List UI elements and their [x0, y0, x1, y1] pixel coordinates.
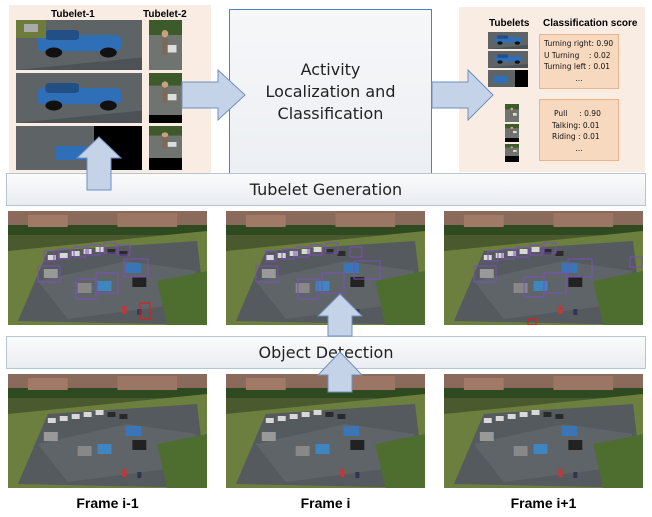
tubelet-generation-label: Tubelet Generation	[249, 180, 403, 199]
tubelets-header: Tubelets	[489, 18, 530, 29]
classification-panel: Tubelets Classification score Turning ri…	[459, 7, 645, 172]
score-line: Riding : 0.01	[552, 132, 600, 141]
cls-tubelet-1a	[488, 32, 528, 49]
raw-frame-1	[8, 374, 207, 488]
cls-tubelet-2c	[505, 144, 519, 162]
tubelet-2-frame-2	[149, 73, 182, 123]
raw-frame-3	[444, 374, 643, 488]
frame-label-prev: Frame i-1	[76, 495, 139, 511]
tubelet-generation-band: Tubelet Generation	[6, 173, 646, 206]
tubelet-1-frame-2	[16, 73, 142, 123]
object-detection-label: Object Detection	[258, 343, 394, 362]
tubelet-2-frame-3	[149, 126, 182, 170]
detection-frame-2	[226, 211, 425, 325]
score-line: Turning right: 0.90	[544, 39, 614, 48]
cls-tubelet-2b	[505, 124, 519, 142]
tubelet-1-header: Tubelet-1	[51, 9, 95, 20]
activity-localization-box: Activity Localization and Classification	[229, 9, 432, 174]
cls-tubelet-2a	[505, 104, 519, 122]
score-line: ...	[575, 73, 583, 83]
detection-frame-3	[444, 211, 643, 325]
tubelet-1-frame-1	[16, 20, 142, 70]
classification-score-header: Classification score	[543, 18, 638, 29]
detection-frame-1	[8, 211, 207, 325]
activity-localization-label: Activity Localization and Classification	[265, 59, 396, 123]
tubelet-2-frame-1	[149, 20, 182, 70]
score-line: Pull : 0.90	[554, 109, 601, 118]
tubelet-2-header: Tubelet-2	[143, 9, 187, 20]
cls-tubelet-1c	[488, 70, 528, 87]
score-box-person: Pull : 0.90 Talking: 0.01 Riding : 0.01 …	[539, 99, 619, 161]
object-detection-band: Object Detection	[6, 336, 646, 369]
cls-tubelet-1b	[488, 51, 528, 68]
score-line: ...	[575, 143, 583, 153]
score-line: Talking: 0.01	[552, 120, 600, 130]
score-box-vehicle: Turning right: 0.90 U Turning : 0.02 Tur…	[539, 34, 619, 89]
raw-frame-2	[226, 374, 425, 488]
frame-label-current: Frame i	[300, 495, 351, 511]
score-line: U Turning : 0.02	[544, 50, 611, 60]
tubelet-1-frame-3	[16, 126, 142, 170]
frame-label-next: Frame i+1	[510, 495, 577, 511]
score-line: Turning left : 0.01	[544, 62, 611, 71]
